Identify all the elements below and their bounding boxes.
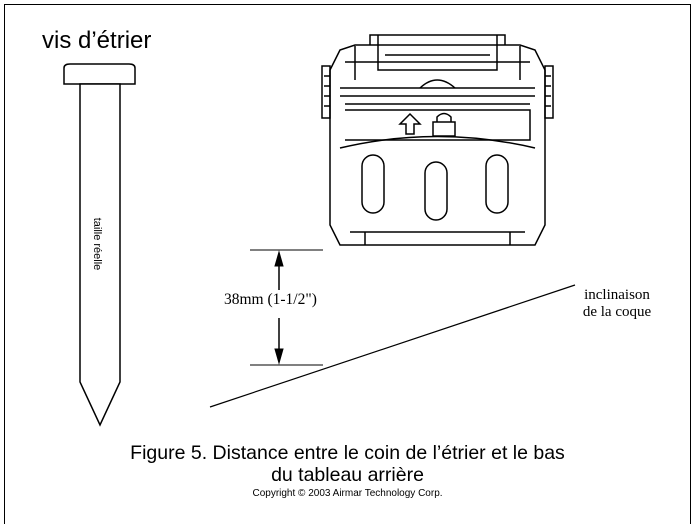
- bracket-screw: [63, 63, 136, 427]
- caption-line2: du tableau arrière: [271, 464, 424, 486]
- hull-slope-line: [209, 284, 576, 408]
- dimension-label: 38mm (1-1/2"): [224, 291, 317, 308]
- lock-icon: [432, 112, 456, 137]
- hull-slope-line1: inclinaison: [584, 287, 650, 303]
- transducer-bracket: [321, 34, 554, 246]
- dimension-arrow-down: [274, 348, 284, 365]
- screw-title: vis d’étrier: [42, 27, 152, 54]
- screw-shaft: [79, 83, 121, 427]
- actual-size-note: taille réelle: [91, 217, 103, 271]
- figure-frame: [4, 4, 691, 524]
- caption-line1: Figure 5. Distance entre le coin de l’ét…: [130, 442, 565, 464]
- diagram-drawing: [63, 34, 576, 427]
- hull-slope-label: inclinaison de la coque: [552, 287, 682, 321]
- dimension-marker: [250, 249, 323, 366]
- figure-caption: Figure 5. Distance entre le coin de l’ét…: [0, 442, 695, 486]
- screw-head: [63, 63, 136, 85]
- copyright-notice: Copyright © 2003 Airmar Technology Corp.: [252, 488, 443, 499]
- up-arrow-icon: [398, 112, 422, 135]
- dimension-arrow-up: [274, 250, 284, 267]
- hull-slope-line2: de la coque: [582, 304, 652, 320]
